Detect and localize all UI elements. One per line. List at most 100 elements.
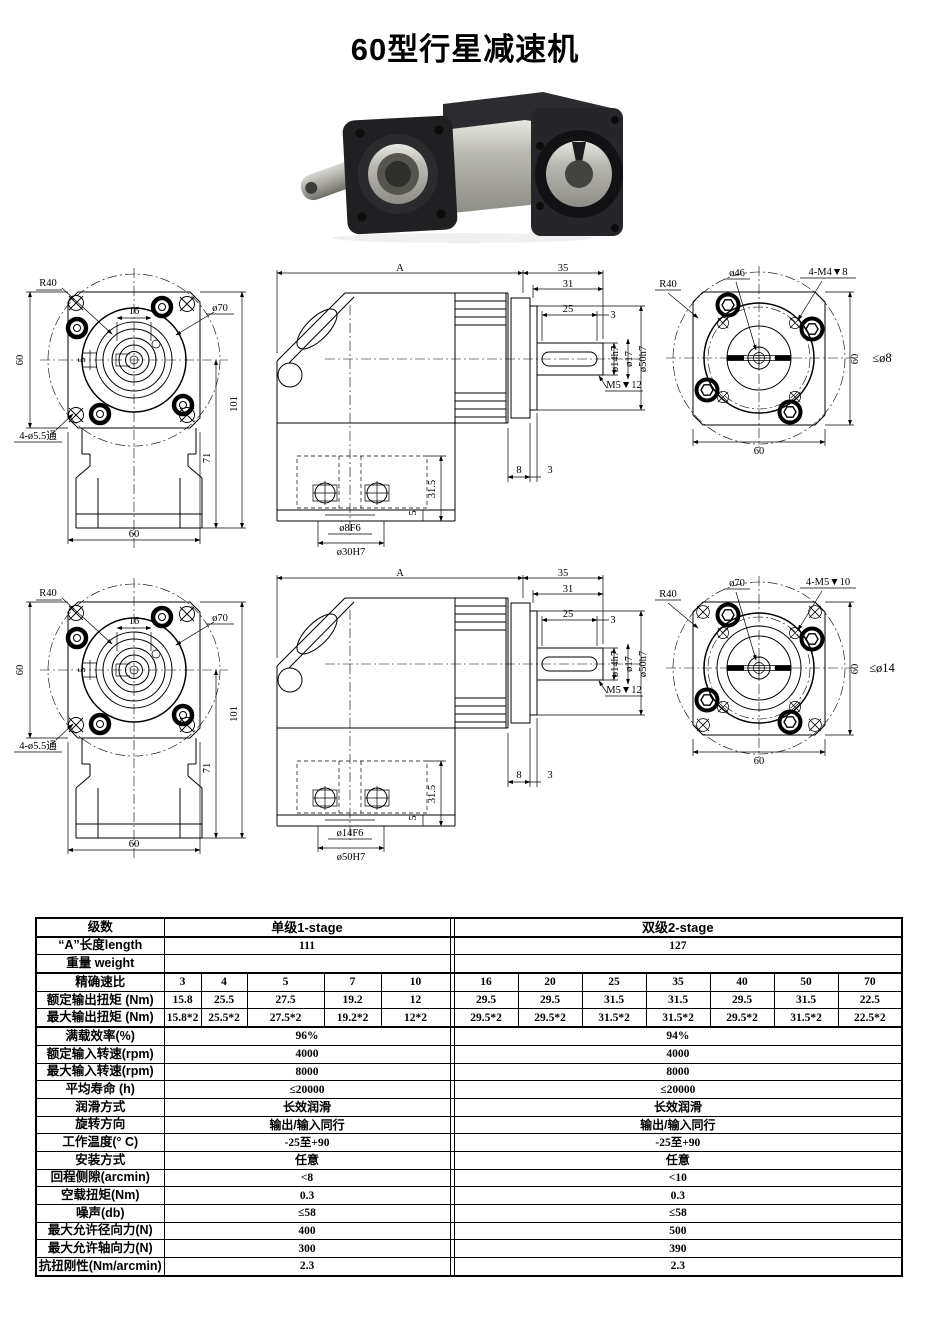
spec-cell: 16 bbox=[453, 972, 519, 992]
row-label: 最大允许轴向力(N) bbox=[35, 1239, 165, 1259]
row-label: 旋转方向 bbox=[35, 1115, 165, 1135]
spec-cell: 29.5*2 bbox=[517, 1008, 583, 1029]
product-photo bbox=[300, 92, 623, 243]
spec-cell: 25 bbox=[581, 972, 647, 992]
spec-cell: 27.5 bbox=[246, 990, 325, 1010]
dim-pilot: ø30H7 bbox=[337, 547, 366, 558]
table-row: 噪声(db) ≤58 ≤58 bbox=[35, 1204, 903, 1223]
spec-cell: -25至+90 bbox=[453, 1133, 903, 1152]
table-row: 额定输入转速(rpm) 4000 4000 bbox=[35, 1044, 903, 1064]
dim-5: 5 bbox=[77, 357, 88, 362]
spec-cell: -25至+90 bbox=[163, 1133, 451, 1152]
table-row: 最大输入转速(rpm) 8000 8000 bbox=[35, 1062, 903, 1082]
output-flange-block bbox=[531, 108, 623, 236]
dim-315: 31.5 bbox=[427, 785, 438, 803]
dim-8: 8 bbox=[516, 465, 521, 476]
spec-cell: 0.3 bbox=[453, 1186, 903, 1205]
row-label: 额定输出扭矩 (Nm) bbox=[35, 990, 165, 1010]
spec-cell: 4000 bbox=[163, 1044, 451, 1064]
dim-16: 16 bbox=[129, 306, 140, 317]
table-row: 额定输出扭矩 (Nm) 15.8 25.5 27.5 19.2 12 29.5 … bbox=[35, 990, 903, 1010]
dim-60-right: 60 bbox=[850, 354, 861, 365]
spec-cell: 任意 bbox=[453, 1150, 903, 1170]
table-row: 满载效率(%) 96% 94% bbox=[35, 1026, 903, 1046]
table-row: 平均寿命 (h) ≤20000 ≤20000 bbox=[35, 1080, 903, 1099]
dim-A: A bbox=[396, 568, 404, 579]
table-row: 工作温度(° C) -25至+90 -25至+90 bbox=[35, 1133, 903, 1152]
table-row: 抗扭刚性(Nm/arcmin) 2.3 2.3 bbox=[35, 1257, 903, 1277]
spec-cell: 22.5 bbox=[837, 990, 903, 1010]
spec-cell: 15.8 bbox=[163, 990, 202, 1010]
dim-16: 16 bbox=[129, 616, 140, 627]
dim-d50h7: ø50h7 bbox=[638, 346, 649, 372]
spec-cell: 8000 bbox=[453, 1062, 903, 1082]
spec-cell: 19.2 bbox=[323, 990, 382, 1010]
dim-101: 101 bbox=[229, 396, 240, 412]
dim-60-bottom: 60 bbox=[754, 446, 765, 457]
dim-d70: ø70 bbox=[212, 613, 228, 624]
spec-cell: 输出/输入同行 bbox=[453, 1115, 903, 1135]
dim-60-left: 60 bbox=[15, 355, 26, 366]
spec-table-grid: 级数 单级1-stage 双级2-stage “A”长度length 111 1… bbox=[35, 917, 904, 1277]
spec-cell: 19.2*2 bbox=[323, 1008, 382, 1029]
dim-60-bottom: 60 bbox=[129, 839, 140, 850]
dim-5b: 5 bbox=[408, 510, 419, 515]
spec-cell: 2.3 bbox=[453, 1257, 903, 1277]
spec-cell: 29.5*2 bbox=[453, 1008, 519, 1029]
row-label: “A”长度length bbox=[35, 936, 165, 956]
dim-5: 5 bbox=[77, 667, 88, 672]
spec-cell: ≤20000 bbox=[163, 1080, 451, 1099]
dim-101: 101 bbox=[229, 706, 240, 722]
dim-pilot: ø50H7 bbox=[337, 852, 366, 863]
dim-25: 25 bbox=[563, 304, 574, 315]
row-label: 噪声(db) bbox=[35, 1204, 165, 1223]
dim-60-left: 60 bbox=[15, 665, 26, 676]
dim-d70: ø70 bbox=[212, 303, 228, 314]
dim-35: 35 bbox=[558, 263, 569, 274]
spec-cell: 12*2 bbox=[380, 1008, 451, 1029]
spec-cell: 35 bbox=[645, 972, 711, 992]
table-row: 最大输出扭矩 (Nm) 15.8*2 25.5*2 27.5*2 19.2*2 … bbox=[35, 1008, 903, 1029]
drawing-front-view-2: R40 ø70 16 5 60 101 71 4-ø5.5通 60 bbox=[10, 572, 260, 867]
spec-cell: 127 bbox=[453, 936, 903, 956]
dim-d17: ø17 bbox=[624, 351, 635, 367]
table-row: 精确速比 3 4 5 7 10 16 20 25 35 40 50 70 bbox=[35, 972, 903, 992]
row-label: 最大允许径向力(N) bbox=[35, 1221, 165, 1241]
dim-boltcircle: ø70 bbox=[729, 578, 745, 589]
spec-cell: 50 bbox=[773, 972, 839, 992]
spec-cell bbox=[163, 954, 451, 975]
drawing-front-view-1: R40 ø70 16 5 60 101 71 4-ø5.5通 60 bbox=[10, 262, 260, 557]
table-row: 重量 weight bbox=[35, 954, 903, 975]
row-label: 精确速比 bbox=[35, 972, 165, 992]
drawing-back-view-1: ø46 4-M4▼8 R40 60 60 ≤ø8 bbox=[648, 262, 892, 457]
spec-cell: 40 bbox=[709, 972, 775, 992]
max-shaft-note: ≤ø14 bbox=[869, 661, 895, 675]
dim-boltcircle: ø46 bbox=[729, 268, 745, 279]
dim-71: 71 bbox=[202, 453, 213, 464]
row-label: 级数 bbox=[35, 917, 165, 938]
dim-60-bottom: 60 bbox=[754, 756, 765, 767]
spec-cell: 4000 bbox=[453, 1044, 903, 1064]
row-label: 润滑方式 bbox=[35, 1097, 165, 1117]
spec-cell: 29.5 bbox=[517, 990, 583, 1010]
dim-3b: 3 bbox=[547, 770, 552, 781]
spec-cell: 31.5 bbox=[581, 990, 647, 1010]
dim-bore: ø14F6 bbox=[337, 828, 364, 839]
dim-screws: 4-M5▼10 bbox=[806, 577, 850, 588]
row-label: 抗扭刚性(Nm/arcmin) bbox=[35, 1257, 165, 1277]
dim-A: A bbox=[396, 263, 404, 274]
row-label: 重量 weight bbox=[35, 954, 165, 975]
spec-cell: 70 bbox=[837, 972, 903, 992]
spec-cell: 长效润滑 bbox=[453, 1097, 903, 1117]
spec-cell: 31.5*2 bbox=[645, 1008, 711, 1029]
spec-cell: 4 bbox=[200, 972, 248, 992]
spec-cell: ≤20000 bbox=[453, 1080, 903, 1099]
dim-holes: 4-ø5.5通 bbox=[19, 430, 57, 442]
spec-cell: 31.5 bbox=[645, 990, 711, 1010]
spec-cell: 31.5*2 bbox=[581, 1008, 647, 1029]
row-label: 工作温度(° C) bbox=[35, 1133, 165, 1152]
stage1-header: 单级1-stage bbox=[163, 917, 451, 938]
dim-3b: 3 bbox=[547, 465, 552, 476]
spec-cell: 29.5 bbox=[453, 990, 519, 1010]
